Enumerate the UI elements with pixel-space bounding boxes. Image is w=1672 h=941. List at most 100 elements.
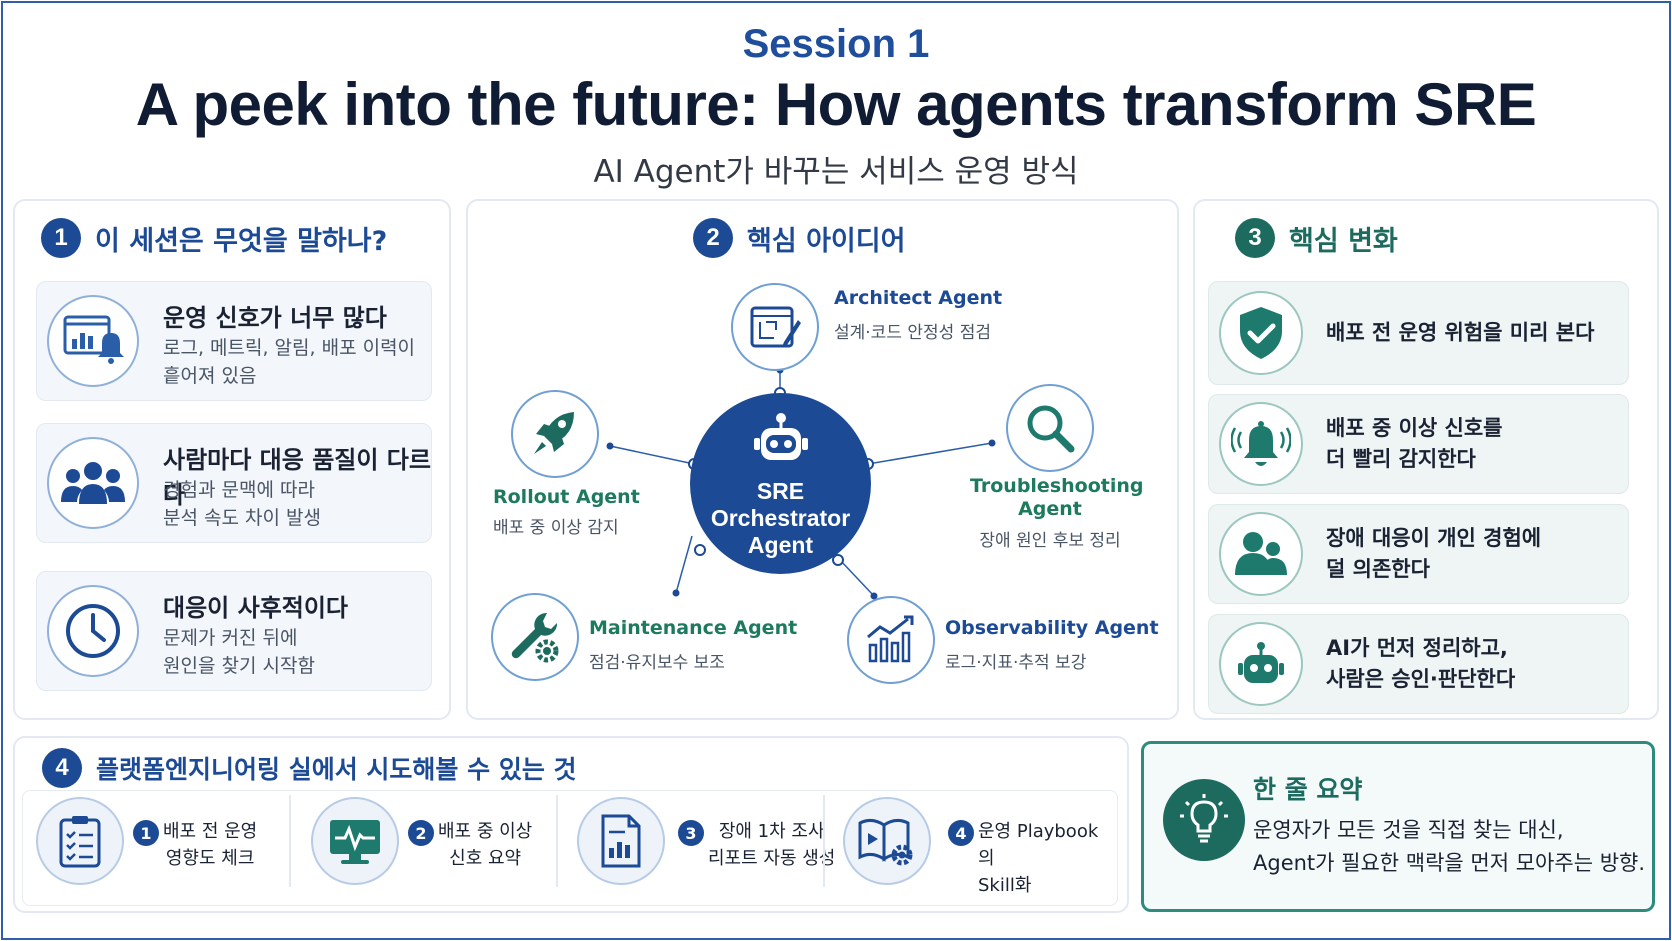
card-title: 사람마다 대응 품질이 다르다: [163, 446, 431, 509]
try-item-number: 2: [408, 820, 434, 846]
try-item-text: 배포 전 운영 영향도 체크: [163, 818, 257, 872]
try-item-3: 3 장애 1차 조사 리포트 자동 생성: [577, 793, 837, 895]
try-item-line: Skill화: [978, 875, 1032, 896]
change-card-line: 배포 중 이상 신호를: [1326, 416, 1503, 440]
architect-agent-desc: 설계·코드 안정성 점검: [834, 323, 991, 343]
summary-line: 운영자가 모든 것을 직접 찾는 대신,: [1253, 818, 1564, 842]
change-card-preview-risk: 배포 전 운영 위험을 미리 본다: [1208, 281, 1629, 385]
section-1-panel: 1 이 세션은 무엇을 말하나? 운영 신호가 너무 많다 로그, 메트릭, 알…: [13, 199, 451, 720]
section-1-header: 1 이 세션은 무엇을 말하나?: [41, 218, 387, 258]
try-item-1: 1 배포 전 운영 영향도 체크: [36, 793, 286, 895]
blueprint-icon: [750, 306, 801, 348]
summary-text: 운영자가 모든 것을 직접 찾는 대신, Agent가 필요한 맥락을 먼저 모…: [1253, 814, 1645, 880]
section-1-title: 이 세션은 무엇을 말하나?: [95, 225, 388, 257]
card-desc-line: 흩어져 있음: [163, 365, 257, 387]
try-item-line: 영향도 체크: [165, 848, 255, 869]
observability-agent-name: Observability Agent: [945, 617, 1159, 639]
observability-agent-node: [847, 596, 935, 684]
section-2-number: 2: [693, 218, 733, 258]
section-3-panel: 3 핵심 변화 배포 전 운영 위험을 미리 본다 배포 중 이상 신호를 더 …: [1193, 199, 1659, 720]
try-item-text: 운영 Playbook의 Skill화: [978, 818, 1113, 899]
try-items-row: [22, 790, 1118, 906]
card-desc-line: 로그, 메트릭, 알림, 배포 이력이: [163, 337, 416, 359]
change-card-text: 장애 대응이 개인 경험에 덜 의존한다: [1326, 523, 1541, 585]
report-icon: [577, 797, 665, 885]
clock-icon: [47, 585, 139, 677]
rollout-agent-name: Rollout Agent: [493, 486, 640, 508]
dashboard-bell-icon: [47, 295, 139, 387]
try-item-line: 배포 전 운영: [163, 821, 258, 842]
maintenance-agent-name: Maintenance Agent: [589, 617, 798, 639]
section-3-header: 3 핵심 변화: [1235, 218, 1398, 258]
bar-chart-icon: [867, 615, 914, 663]
users-icon: [1219, 512, 1303, 596]
core-label: SRE Orchestrator Agent: [690, 478, 871, 559]
try-item-text: 배포 중 이상 신호 요약: [438, 818, 532, 872]
robot-icon: [1219, 622, 1303, 706]
problem-card-quality: 사람마다 대응 품질이 다르다 경험과 문맥에 따라 분석 속도 차이 발생: [36, 423, 432, 543]
card-desc: 문제가 커진 뒤에 원인을 찾기 시작함: [163, 624, 315, 680]
change-card-dependency: 장애 대응이 개인 경험에 덜 의존한다: [1208, 504, 1629, 604]
core-label-line: Agent: [747, 532, 814, 558]
summary-title: 한 줄 요약: [1253, 775, 1363, 804]
troubleshooting-agent-name: Troubleshooting Agent: [970, 475, 1144, 521]
rollout-agent-node: [511, 390, 599, 478]
session-label: Session 1: [742, 22, 930, 66]
troubleshooting-agent-desc: 장애 원인 후보 정리: [979, 531, 1121, 551]
section-2-header: 2 핵심 아이디어: [693, 218, 905, 258]
try-item-number: 1: [133, 820, 159, 846]
try-item-line: 운영 Playbook의: [978, 821, 1099, 869]
try-item-number: 3: [678, 820, 704, 846]
core-label-line: Orchestrator: [710, 505, 851, 531]
rollout-agent-desc: 배포 중 이상 감지: [493, 518, 619, 538]
page-subtitle: AI Agent가 바꾸는 서비스 운영 방식: [593, 154, 1079, 190]
change-card-ai-first: AI가 먼저 정리하고, 사람은 승인·판단한다: [1208, 614, 1629, 714]
section-2-title: 핵심 아이디어: [747, 225, 906, 257]
change-card-text: 배포 중 이상 신호를 더 빨리 감지한다: [1326, 413, 1503, 475]
divider: [289, 795, 291, 887]
try-item-line: 리포트 자동 생성: [708, 848, 836, 869]
wrench-gear-icon: [511, 612, 559, 663]
agent-name-line: Agent: [1018, 498, 1082, 520]
maintenance-agent-desc: 점검·유지보수 보조: [589, 653, 725, 673]
change-card-line: 더 빨리 감지한다: [1326, 447, 1476, 471]
change-card-line: 덜 의존한다: [1326, 557, 1430, 581]
card-desc: 로그, 메트릭, 알림, 배포 이력이 흩어져 있음: [163, 334, 415, 390]
core-label-line: SRE: [756, 478, 805, 504]
playbook-gear-icon: [843, 797, 931, 885]
card-desc-line: 문제가 커진 뒤에: [163, 627, 298, 649]
architect-agent-name: Architect Agent: [834, 287, 1003, 309]
card-desc: 경험과 문맥에 따라 분석 속도 차이 발생: [163, 476, 321, 532]
maintenance-agent-node: [491, 593, 579, 681]
try-item-number: 4: [948, 820, 974, 846]
section-1-number: 1: [41, 218, 81, 258]
section-3-title: 핵심 변화: [1289, 225, 1398, 257]
card-title: 운영 신호가 너무 많다: [163, 304, 387, 332]
section-4-number: 4: [42, 748, 82, 788]
alarm-bell-icon: [1219, 402, 1303, 486]
rocket-icon: [534, 412, 574, 454]
change-card-line: AI가 먼저 정리하고,: [1326, 636, 1508, 660]
card-desc-line: 경험과 문맥에 따라: [163, 479, 315, 501]
card-desc-line: 원인을 찾기 시작함: [163, 655, 315, 677]
monitor-pulse-icon: [311, 797, 399, 885]
change-card-line: 장애 대응이 개인 경험에: [1326, 526, 1542, 550]
observability-agent-desc: 로그·지표·추적 보강: [945, 653, 1087, 673]
change-card-line: 배포 전 운영 위험을 미리 본다: [1326, 320, 1595, 345]
try-item-text: 장애 1차 조사 리포트 자동 생성: [708, 818, 835, 872]
problem-card-reactive: 대응이 사후적이다 문제가 커진 뒤에 원인을 찾기 시작함: [36, 571, 432, 691]
divider: [823, 795, 825, 887]
divider: [556, 795, 558, 887]
shield-check-icon: [1219, 291, 1303, 375]
section-3-number: 3: [1235, 218, 1275, 258]
people-group-icon: [47, 437, 139, 529]
try-item-line: 장애 1차 조사: [718, 821, 825, 842]
try-item-2: 2 배포 중 이상 신호 요약: [311, 793, 551, 895]
change-card-detect: 배포 중 이상 신호를 더 빨리 감지한다: [1208, 394, 1629, 494]
card-title: 대응이 사후적이다: [163, 594, 348, 622]
section-4-header: 4 플랫폼엔지니어링 실에서 시도해볼 수 있는 것: [42, 748, 577, 788]
change-card-line: 사람은 승인·판단한다: [1326, 667, 1516, 691]
card-desc-line: 분석 속도 차이 발생: [163, 507, 321, 529]
problem-card-signals: 운영 신호가 너무 많다 로그, 메트릭, 알림, 배포 이력이 흩어져 있음: [36, 281, 432, 401]
summary-line: Agent가 필요한 맥락을 먼저 모아주는 방향.: [1253, 851, 1646, 875]
